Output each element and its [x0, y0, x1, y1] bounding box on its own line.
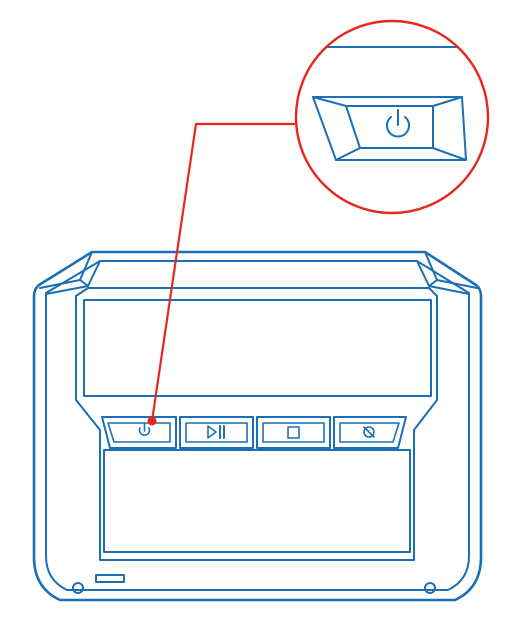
corner-bevel-top-right	[416, 251, 478, 295]
device-outer-shell	[32, 250, 483, 602]
zoom-detail	[296, 46, 488, 161]
mute-button[interactable]	[333, 416, 407, 449]
bottom-port	[95, 574, 125, 583]
power-icon	[138, 423, 151, 436]
play-pause-icon	[207, 425, 225, 439]
power-button-callout	[147, 19, 490, 426]
lower-panel	[103, 449, 411, 553]
device-body	[32, 250, 483, 602]
stop-icon	[287, 426, 300, 439]
corner-bevel-top-left	[39, 251, 101, 295]
callout-anchor-dot	[147, 416, 157, 426]
mute-icon	[363, 426, 375, 438]
display-screen	[83, 299, 432, 397]
stop-button[interactable]	[256, 416, 331, 449]
zoom-button-inner	[345, 105, 434, 149]
device-inner-bevel	[45, 260, 470, 591]
power-button[interactable]	[101, 416, 177, 449]
screw-hole-left	[72, 582, 84, 594]
callout-leader-line	[150, 122, 296, 423]
face-panel	[75, 287, 438, 561]
play-pause-button[interactable]	[179, 416, 254, 449]
screw-hole-right	[424, 582, 436, 594]
zoom-power-icon	[386, 109, 410, 138]
zoom-circle	[294, 19, 490, 215]
